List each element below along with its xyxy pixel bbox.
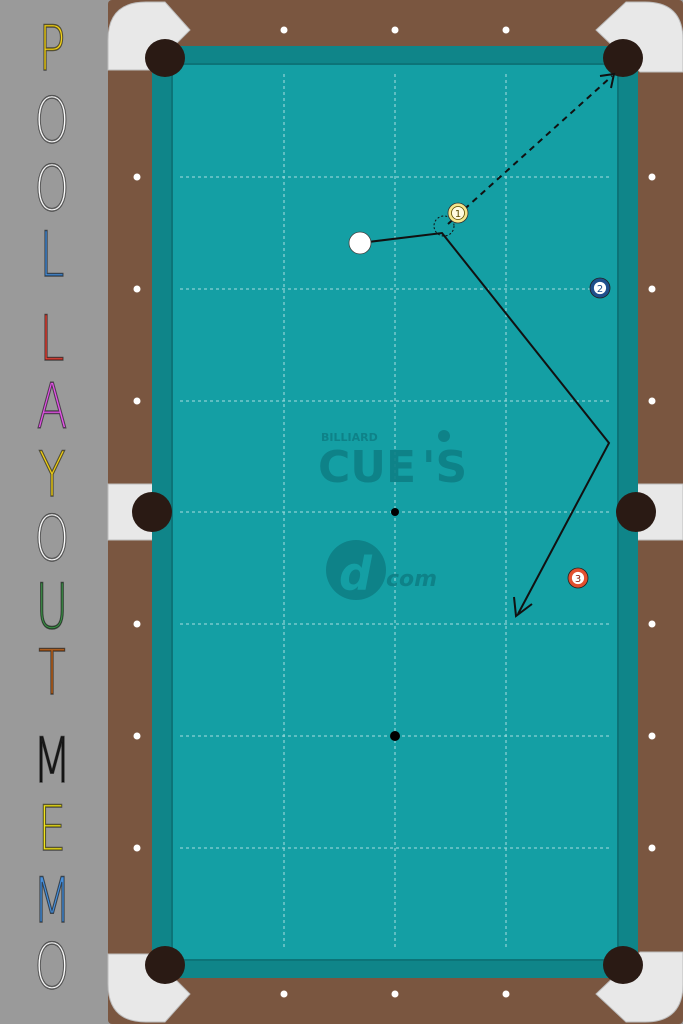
ball-2-number: 2 [597,284,603,295]
title-letter: O [34,84,70,157]
ball-3[interactable]: 3 [567,567,589,589]
title-letter: P [38,12,66,85]
foot-spot [390,731,400,741]
center-spot [391,508,399,516]
pocket-icon [132,39,656,984]
arrow-icon [513,72,616,618]
title-letter: O [34,152,70,225]
title-letter: M [32,864,72,937]
ball-1[interactable]: 1 [447,202,469,224]
ball-1-number: 1 [455,209,461,220]
shot-path [359,75,613,615]
title-letter: L [39,302,65,375]
title-letter: L [39,218,65,291]
ball-2[interactable]: 2 [589,277,611,299]
title-letter: E [37,792,67,865]
ghost-ball [433,215,455,237]
ball-3-number: 3 [575,574,581,585]
logo-apostrophe: 'S [422,442,467,493]
title-letter: M [32,724,72,797]
logo-dcom: com [386,567,437,592]
watermark-logo: BILLIARD CUE 'S d com [318,430,467,601]
title-letter: U [35,570,69,643]
title-letter: O [34,502,70,575]
title-letter: Y [38,438,66,511]
title-sidebar [0,0,104,1024]
logo-d: d [339,547,373,601]
title-letter: A [36,370,68,443]
title-letter: T [38,636,66,709]
logo-small: BILLIARD [321,431,378,444]
logo-main: CUE [318,442,416,493]
cue-ball-icon[interactable] [348,231,372,255]
title-letter: O [34,930,70,1003]
diamond-marker-icon [133,26,656,998]
d-circle [326,540,386,600]
